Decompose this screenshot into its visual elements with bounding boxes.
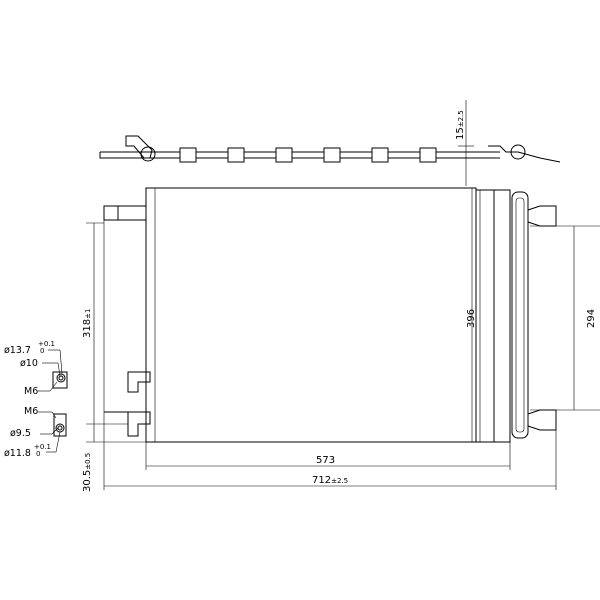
upper-outer-tol-minus: 0 (40, 347, 44, 355)
dim-offset-bottom: 30.5±0.5 (82, 453, 93, 492)
upper-inner-diameter-label: ø10 (20, 358, 38, 369)
fitting-detail-upper (38, 349, 68, 392)
dim-port-height-lines (86, 222, 128, 425)
dim-total-width: 712±2.5 (312, 475, 348, 486)
lower-inner-diameter-label: ø9.5 (10, 428, 31, 439)
dim-core-width: 573 (316, 455, 335, 466)
upper-outer-tol-plus: +0.1 (38, 340, 55, 348)
upper-thread-label: M6 (24, 386, 38, 397)
dim-total-width-lines (103, 220, 557, 490)
lower-outer-tol-plus: +0.1 (34, 443, 51, 451)
dim-side-height-lines (530, 225, 600, 411)
dim-top-thickness: 15±2.5 (455, 110, 466, 140)
lower-thread-label: M6 (24, 406, 38, 417)
fitting-detail-lower (38, 411, 67, 453)
dim-side-height: 294 (586, 309, 597, 328)
dim-core-width-lines (145, 442, 511, 470)
top-profile-view: 15±2.5 (99, 100, 561, 186)
dim-offset-lines (86, 424, 146, 443)
lower-outer-tol-minus: 0 (36, 450, 40, 458)
front-view (103, 187, 557, 443)
upper-outer-diameter-label: ø13.7 (4, 345, 31, 356)
dim-core-height: 396 (466, 309, 477, 328)
dim-port-height: 318±1 (82, 309, 93, 338)
lower-outer-diameter-label: ø11.8 (4, 448, 31, 459)
